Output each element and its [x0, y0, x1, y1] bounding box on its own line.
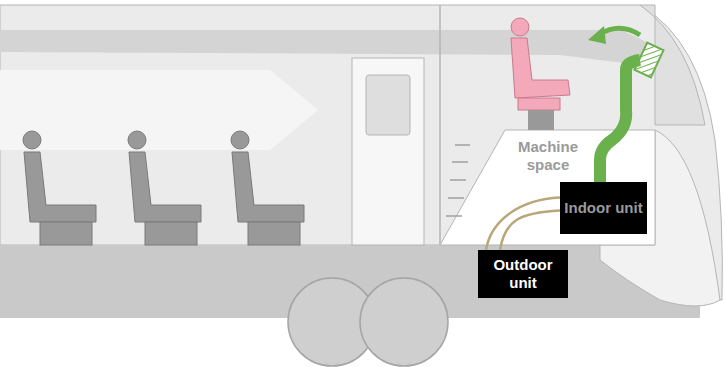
refrigerant-pipes [486, 198, 560, 250]
node-label: Outdoor unit [483, 256, 563, 292]
pipe-line [486, 198, 560, 250]
node-label: Machine space [498, 138, 598, 174]
outdoor-unit-box: Outdoor unit [478, 250, 568, 298]
pipe-line [500, 211, 560, 250]
node-label: Indoor unit [564, 199, 642, 217]
indoor-unit-box: Indoor unit [560, 182, 647, 234]
machine-space-region: Machine spaceIndoor unit [440, 130, 655, 245]
